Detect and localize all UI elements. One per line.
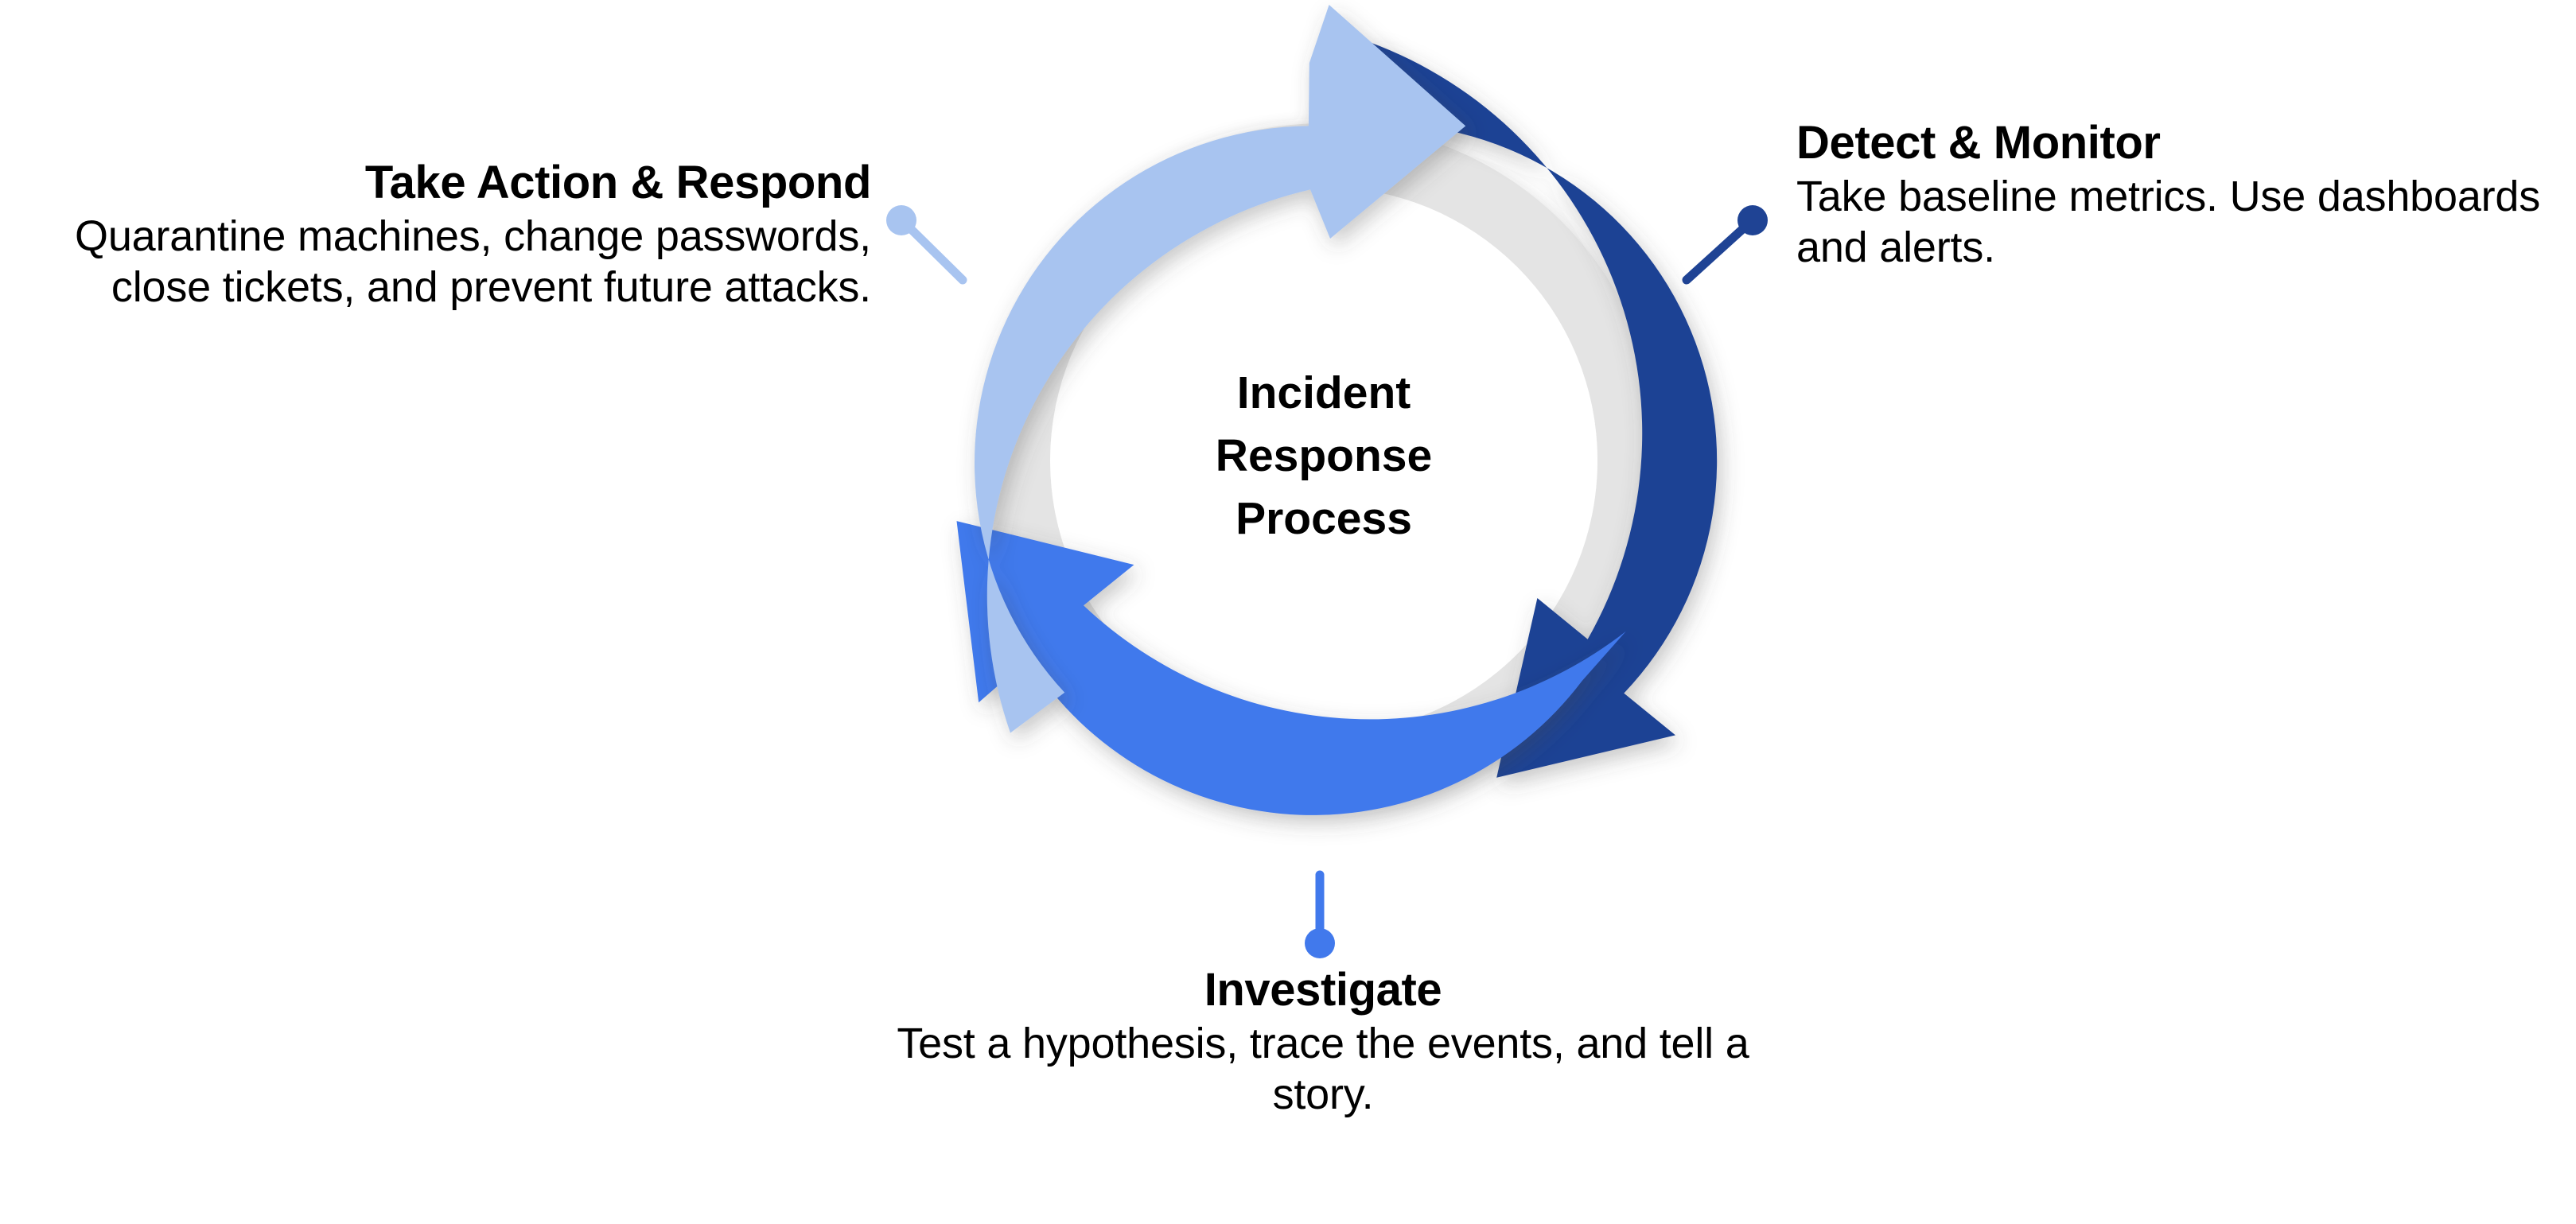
center-label-line-1: Incident — [1237, 367, 1411, 418]
connector-dot-detect — [1737, 205, 1768, 235]
connector-investigate — [1305, 870, 1335, 958]
connector-detect — [1682, 205, 1768, 285]
callout-detect-title: Detect & Monitor — [1796, 117, 2161, 169]
connector-dot-investigate — [1305, 928, 1335, 958]
callout-investigate-body: Test a hypothesis, trace the events, and… — [897, 1020, 1749, 1119]
connector-respond — [886, 205, 967, 285]
callout-detect-and-monitor: Detect & Monitor Take baseline metrics. … — [1796, 119, 2560, 274]
cycle-inner-disc — [1050, 187, 1597, 734]
arc-segment-respond — [974, 5, 1466, 733]
center-label-line-3: Process — [1235, 493, 1412, 544]
arc-segment-detect — [1360, 41, 1718, 778]
callout-investigate: Investigate Test a hypothesis, trace the… — [889, 966, 1757, 1121]
callout-respond-title: Take Action & Respond — [364, 157, 872, 208]
center-label-line-2: Response — [1216, 430, 1432, 481]
arc-segment-investigate — [956, 521, 1626, 815]
callout-respond-body: Quarantine machines, change passwords, c… — [75, 212, 871, 312]
callout-investigate-title: Investigate — [1204, 964, 1442, 1016]
connector-dot-respond — [886, 205, 916, 235]
callout-detect-body: Take baseline metrics. Use dashboards an… — [1796, 173, 2541, 272]
callout-take-action-and-respond: Take Action & Respond Quarantine machine… — [0, 157, 872, 313]
center-label: Incident Response Process — [1216, 367, 1432, 544]
